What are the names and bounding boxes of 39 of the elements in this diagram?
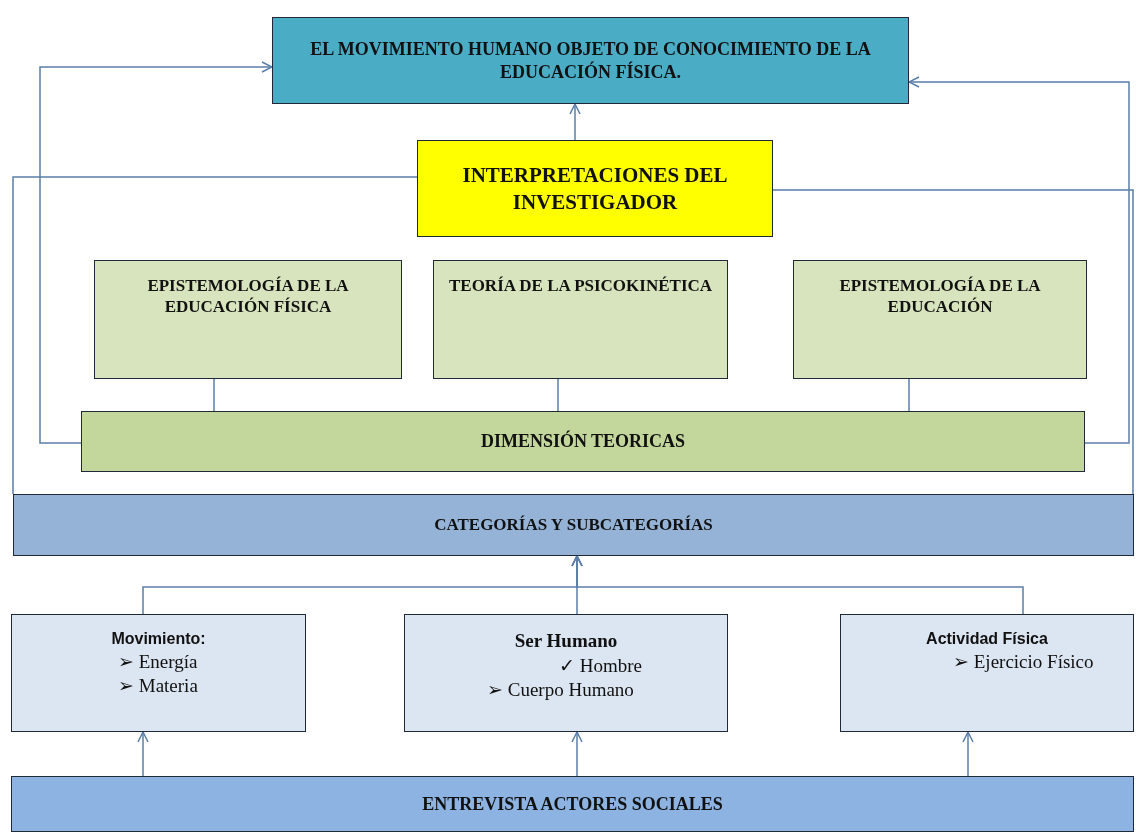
process-box xyxy=(793,260,1087,379)
list-item: ✓ Hombre xyxy=(559,653,643,678)
arrow xyxy=(39,61,273,444)
box-label: EPISTEMOLOGÍA DE LA EDUCACIÓN FÍSICA xyxy=(146,275,350,318)
process-box xyxy=(94,260,402,379)
box-label: INTERPRETACIONES DEL INVESTIGADOR xyxy=(461,162,729,215)
box-label: TEORÍA DE LA PSICOKINÉTICA xyxy=(447,275,714,297)
category-box xyxy=(11,614,306,732)
arrow xyxy=(137,731,149,777)
category-heading: Ser Humano xyxy=(513,629,619,653)
connector-line xyxy=(557,378,559,412)
list-item: ➢ Ejercicio Físico xyxy=(953,649,1095,674)
connector-line xyxy=(772,189,1134,495)
connector-line xyxy=(12,176,418,495)
box-label: EL MOVIMIENTO HUMANO OBJETO DE CONOCIMIENTO DE LA EDUCACIÓN FÍSICA. xyxy=(309,38,872,83)
list-item: ➢ Energía xyxy=(118,649,199,674)
process-box xyxy=(272,17,909,104)
category-heading: Movimiento: xyxy=(110,629,207,649)
box-label: ENTREVISTA ACTORES SOCIALES xyxy=(421,792,724,816)
box-label: DIMENSIÓN TEORICAS xyxy=(479,430,687,453)
arrow xyxy=(571,555,1024,615)
process-box xyxy=(11,776,1134,832)
arrow xyxy=(962,731,974,777)
box-label: CATEGORÍAS Y SUBCATEGORÍAS xyxy=(433,514,714,536)
category-box xyxy=(840,614,1134,732)
process-box xyxy=(13,494,1134,556)
process-box xyxy=(433,260,728,379)
list-item: ➢ Cuerpo Humano xyxy=(487,678,635,703)
arrow xyxy=(571,731,583,777)
category-heading: Actividad Física xyxy=(925,629,1049,649)
arrow xyxy=(908,76,1130,444)
arrow xyxy=(569,103,581,141)
box-label: EPISTEMOLOGÍA DE LA EDUCACIÓN xyxy=(838,275,1042,318)
process-box xyxy=(81,411,1085,472)
connector-line xyxy=(213,378,215,412)
list-item: ➢ Materia xyxy=(118,674,199,699)
category-box xyxy=(404,614,728,732)
connector-line xyxy=(908,378,910,412)
process-box xyxy=(417,140,773,237)
